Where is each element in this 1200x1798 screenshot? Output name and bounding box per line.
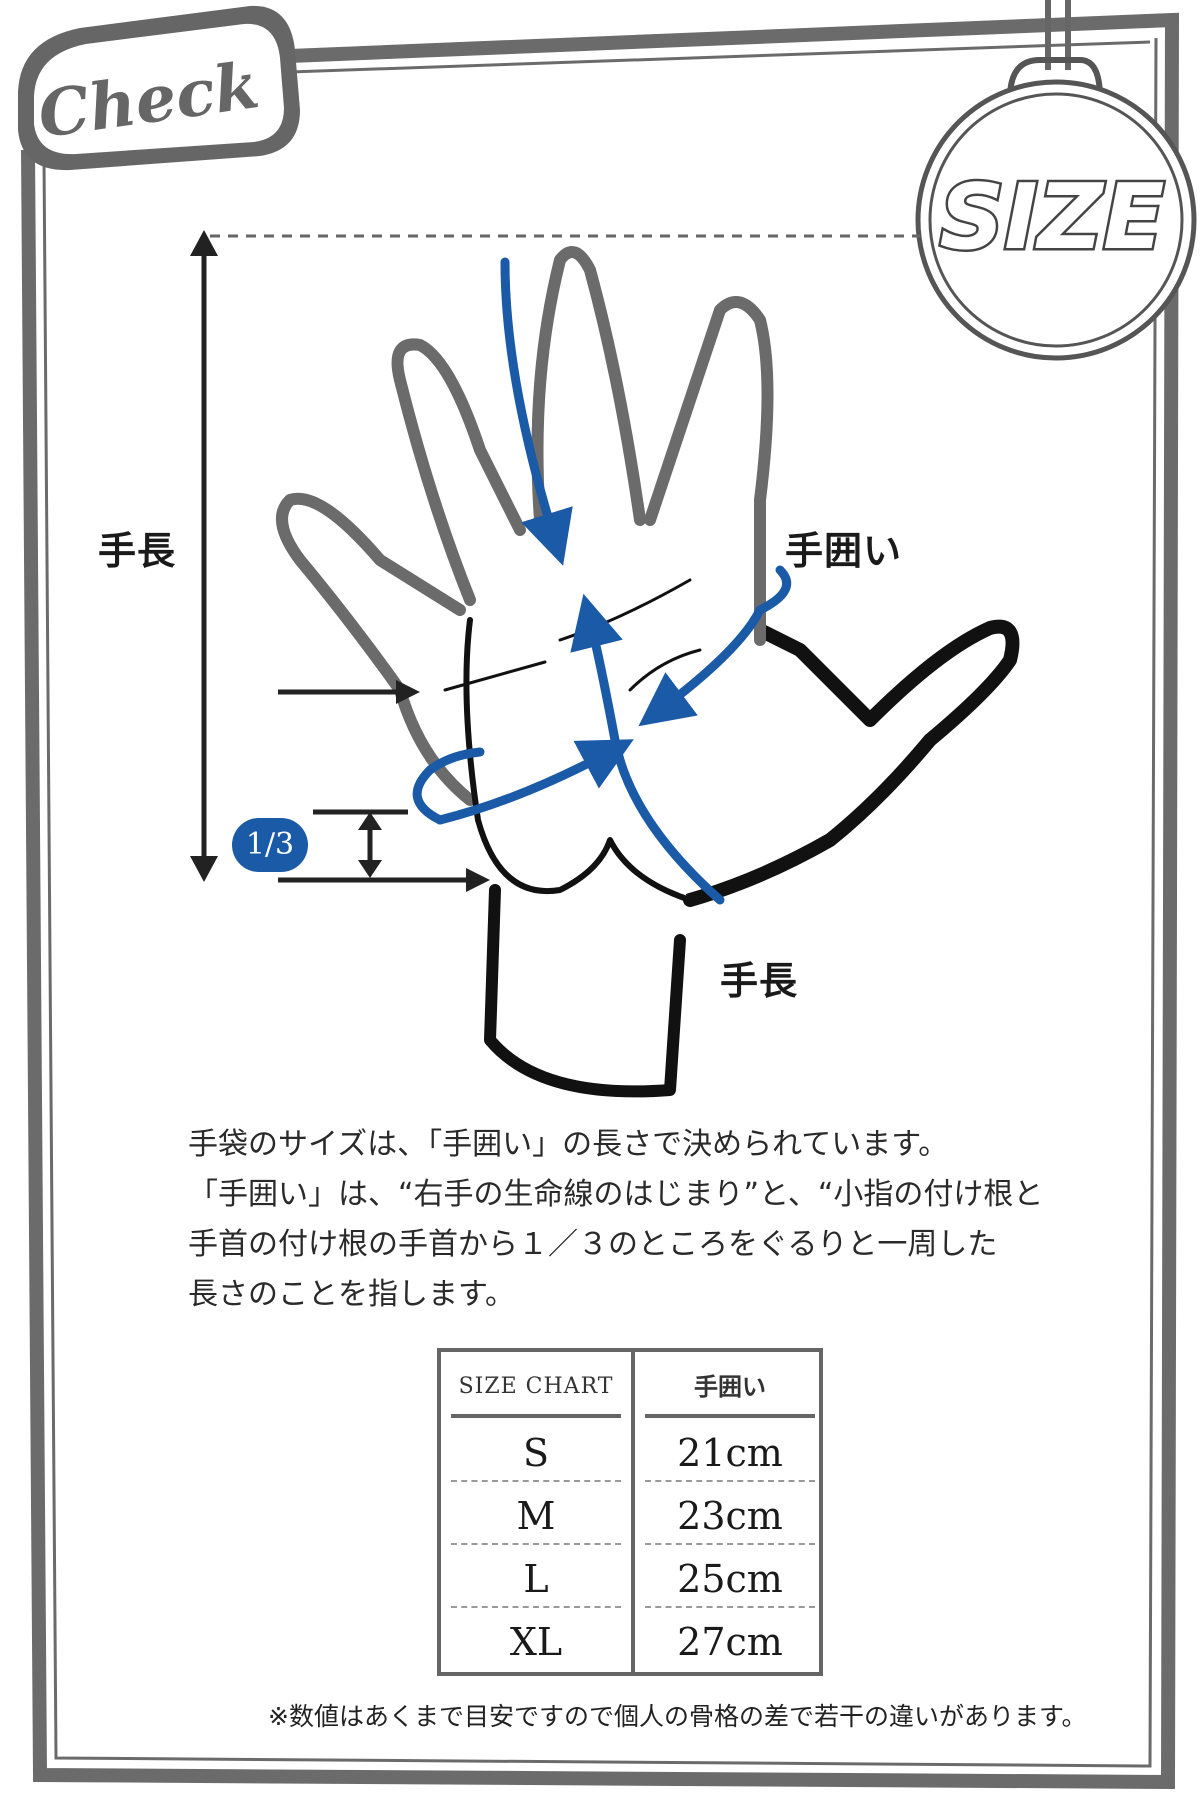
length-arrow [190,230,218,882]
one-third-badge: 1/3 [232,818,308,872]
table-row: XL 27cm [441,1609,819,1671]
size-chart-header: SIZE CHART [458,1374,614,1399]
description-line: 手首の付け根の手首から１／３のところをぐるりと一周した [188,1227,998,1262]
hand-illustration [276,246,1020,1098]
size-label: SIZE [939,165,1164,270]
size-cell: XL [509,1620,563,1664]
description-line: 長さのことを指します。 [188,1277,515,1312]
table-divider [631,1352,635,1672]
value-cell: 21cm [677,1431,783,1475]
hand-length-label-left: 手長 [98,528,177,573]
circumference-label: 手囲い [785,528,903,573]
table-row: L 25cm [441,1546,819,1608]
outer-frame [21,12,1180,1790]
table-row: S 21cm [441,1420,819,1482]
table-row: M 23cm [441,1483,819,1545]
size-chart-table: SIZE CHART 手囲い S 21cm M 23cm L 25cm XL 2… [437,1348,823,1676]
check-tag [18,5,300,171]
pointer-arrows [278,680,490,892]
description-line: 手袋のサイズは、「手囲い」の長さで決められています。 [188,1127,949,1162]
value-cell: 27cm [677,1620,783,1664]
description-text: 手袋のサイズは、「手囲い」の長さで決められています。 「手囲い」は、“右手の生命… [188,1120,1088,1320]
size-cell: M [516,1494,556,1538]
size-ornament [915,0,1197,361]
circumference-header: 手囲い [694,1372,766,1401]
size-cell: L [523,1557,549,1601]
header-rule-left [451,1414,621,1418]
hand-length-label-bottom: 手長 [720,958,799,1003]
header-rule-right [645,1414,815,1418]
description-line: 「手囲い」は、“右手の生命線のはじまり”と、“小指の付け根と [188,1177,1044,1212]
size-cell: S [522,1431,550,1475]
value-cell: 25cm [677,1557,783,1601]
value-cell: 23cm [677,1494,783,1538]
footnote: ※数値はあくまで目安ですので個人の骨格の差で若干の違いがあります。 [268,1702,1087,1731]
measurement-arrows [412,257,792,905]
